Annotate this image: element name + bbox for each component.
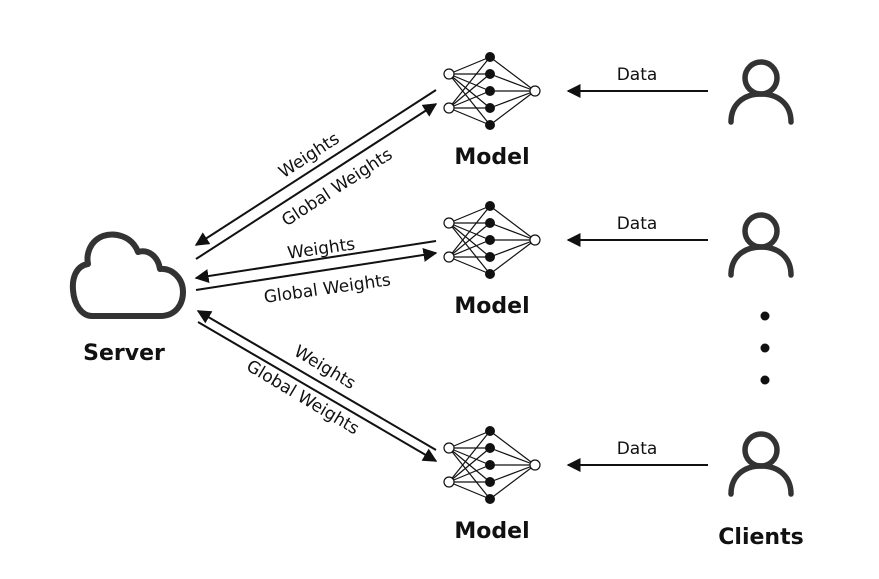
- network-edge: [448, 56, 491, 75]
- input-neuron: [443, 251, 455, 263]
- edge-server-model-1: Weights Global Weights: [194, 89, 438, 260]
- network-edge: [489, 430, 536, 466]
- model-node: Model: [443, 426, 541, 544]
- network-edge: [448, 107, 491, 126]
- model-node: Model: [443, 201, 541, 319]
- hidden-neuron: [485, 86, 495, 96]
- network-edge: [489, 73, 536, 92]
- global-weights-arrow: [195, 103, 438, 260]
- server-label: Server: [83, 341, 165, 366]
- network-edge: [448, 205, 491, 224]
- hidden-neuron: [485, 269, 495, 279]
- client-node-2: [728, 212, 794, 278]
- global-weights-arrow: [197, 321, 438, 462]
- edge-server-model-2: Weights Global Weights: [194, 234, 438, 308]
- client-node-1: [728, 59, 794, 125]
- output-neuron: [529, 85, 541, 97]
- network-edge: [448, 205, 491, 258]
- network-edge: [448, 430, 491, 449]
- hidden-neuron: [485, 426, 495, 436]
- network-edge: [489, 56, 536, 92]
- network-edge: [448, 256, 491, 275]
- network-edge: [489, 464, 536, 483]
- network-edge: [489, 464, 536, 500]
- server-node: Server: [69, 231, 186, 366]
- hidden-neuron: [485, 494, 495, 504]
- client-node-3: [728, 431, 794, 497]
- hidden-neuron: [485, 103, 495, 113]
- data-edge-1: Data: [566, 65, 708, 98]
- user-icon: [728, 59, 794, 125]
- data-edge-2: Data: [566, 214, 708, 247]
- clients-label: Clients: [718, 525, 803, 550]
- network-edge: [448, 464, 491, 483]
- hidden-neuron: [485, 235, 495, 245]
- data-label: Data: [617, 214, 658, 234]
- hidden-neuron: [485, 443, 495, 453]
- user-icon: [728, 212, 794, 278]
- cloud-icon: [69, 231, 186, 319]
- hidden-neuron: [485, 69, 495, 79]
- hidden-neuron: [485, 477, 495, 487]
- network-edge: [489, 205, 536, 241]
- edge-server-model-3: Weights Global Weights: [196, 310, 438, 462]
- data-label: Data: [617, 439, 658, 459]
- network-edge: [489, 90, 536, 126]
- output-neuron: [529, 234, 541, 246]
- network-edge: [448, 56, 491, 109]
- weights-arrow: [194, 240, 437, 283]
- model-label: Model: [454, 145, 529, 170]
- input-neuron: [443, 217, 455, 229]
- network-edge: [489, 239, 536, 258]
- network-edge: [489, 239, 536, 275]
- hidden-neuron: [485, 201, 495, 211]
- model-label: Model: [454, 519, 529, 544]
- network-edge: [448, 73, 491, 109]
- vertical-ellipsis-icon: [760, 311, 770, 385]
- neural-network-icon: [443, 201, 541, 279]
- network-edge: [448, 90, 491, 109]
- network-edge: [489, 90, 536, 109]
- weights-arrow: [196, 310, 437, 451]
- hidden-neuron: [485, 120, 495, 130]
- hidden-neuron: [485, 252, 495, 262]
- network-edge: [448, 430, 491, 483]
- network-edge: [489, 222, 536, 241]
- network-edge: [489, 447, 536, 466]
- hidden-neuron: [485, 52, 495, 62]
- hidden-neuron: [485, 218, 495, 228]
- data-edge-3: Data: [566, 439, 708, 472]
- model-node: Model: [443, 52, 541, 170]
- neural-network-icon: [443, 426, 541, 504]
- network-edge: [448, 481, 491, 500]
- input-neuron: [443, 442, 455, 454]
- output-neuron: [529, 459, 541, 471]
- network-edge: [448, 447, 491, 483]
- global-weights-arrow: [195, 248, 438, 291]
- model-label: Model: [454, 294, 529, 319]
- input-neuron: [443, 68, 455, 80]
- hidden-neuron: [485, 460, 495, 470]
- neural-network-icon: [443, 52, 541, 130]
- weights-arrow: [194, 89, 437, 246]
- input-neuron: [443, 102, 455, 114]
- network-edge: [448, 239, 491, 258]
- input-neuron: [443, 476, 455, 488]
- user-icon: [728, 431, 794, 497]
- network-edge: [448, 222, 491, 258]
- data-label: Data: [617, 65, 658, 85]
